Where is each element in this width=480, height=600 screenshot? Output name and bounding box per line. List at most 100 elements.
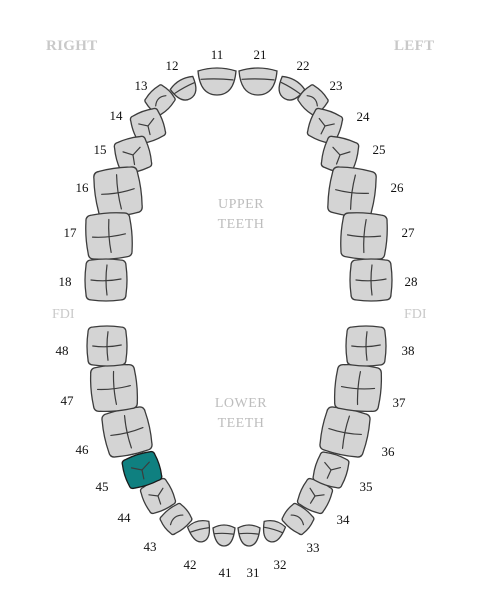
tooth-18[interactable]	[84, 258, 128, 302]
tooth-32-fissure-1	[263, 526, 283, 534]
tooth-number-45[interactable]: 45	[96, 479, 109, 494]
tooth-number-16[interactable]: 16	[76, 180, 90, 195]
tooth-11-body[interactable]	[197, 67, 237, 96]
tooth-number-15[interactable]: 15	[94, 142, 107, 157]
lower-teeth-label-line1: LOWER	[215, 396, 267, 411]
tooth-number-32[interactable]: 32	[274, 557, 287, 572]
lower-teeth-label-line2: TEETH	[218, 416, 265, 431]
tooth-17[interactable]	[84, 211, 133, 260]
right-side-label: RIGHT	[46, 38, 98, 54]
tooth-15[interactable]	[112, 134, 154, 176]
tooth-31[interactable]	[237, 524, 261, 547]
tooth-number-17[interactable]: 17	[64, 225, 78, 240]
tooth-number-48[interactable]: 48	[56, 343, 69, 358]
tooth-number-33[interactable]: 33	[307, 540, 320, 555]
tooth-24[interactable]	[305, 106, 345, 146]
tooth-33[interactable]	[280, 501, 317, 537]
tooth-22-fissure-1	[280, 81, 301, 95]
tooth-22[interactable]	[273, 74, 306, 105]
tooth-number-18[interactable]: 18	[59, 274, 72, 289]
tooth-37[interactable]	[333, 363, 383, 413]
tooth-44[interactable]	[138, 476, 178, 516]
tooth-number-11[interactable]: 11	[211, 47, 224, 62]
tooth-32-body[interactable]	[260, 518, 287, 544]
tooth-23[interactable]	[295, 82, 330, 117]
tooth-24-fissure-2	[320, 125, 326, 135]
fdi-label-left: FDI	[52, 307, 75, 322]
tooth-number-27[interactable]: 27	[402, 225, 416, 240]
tooth-number-34[interactable]: 34	[337, 512, 351, 527]
tooth-45[interactable]	[120, 449, 164, 491]
tooth-47-fissure-2	[112, 370, 118, 405]
tooth-32[interactable]	[260, 518, 287, 544]
tooth-37-fissure-2	[356, 371, 362, 406]
tooth-42[interactable]	[186, 518, 214, 544]
tooth-number-37[interactable]: 37	[393, 395, 407, 410]
tooth-12[interactable]	[169, 74, 202, 105]
tooth-11-fissure-1	[200, 78, 234, 81]
tooth-31-body[interactable]	[237, 524, 261, 547]
tooth-number-36[interactable]: 36	[382, 444, 396, 459]
tooth-number-35[interactable]: 35	[360, 479, 373, 494]
tooth-42-body[interactable]	[186, 518, 214, 544]
tooth-15-fissure-2	[132, 154, 136, 166]
tooth-27[interactable]	[339, 211, 388, 260]
tooth-35[interactable]	[311, 450, 351, 490]
tooth-number-46[interactable]: 46	[76, 442, 90, 457]
tooth-48-fissure-2	[106, 331, 109, 361]
teeth-layer: 11 12 13 14 15 16 17 18 21 22 23 24 25 26 27 28 31 32 33 34…	[56, 47, 418, 580]
tooth-43[interactable]	[158, 501, 195, 537]
tooth-26[interactable]	[326, 165, 378, 219]
tooth-14[interactable]	[128, 106, 168, 146]
tooth-47[interactable]	[89, 363, 139, 413]
tooth-25-fissure-2	[335, 154, 341, 165]
tooth-number-23[interactable]: 23	[330, 78, 343, 93]
tooth-31-fissure-1	[239, 532, 259, 535]
tooth-38-fissure-2	[365, 331, 368, 361]
tooth-36[interactable]	[318, 405, 373, 460]
tooth-number-31[interactable]: 31	[247, 565, 260, 580]
tooth-number-25[interactable]: 25	[373, 142, 386, 157]
tooth-38[interactable]	[345, 325, 387, 367]
tooth-number-13[interactable]: 13	[135, 78, 148, 93]
tooth-21[interactable]	[238, 67, 278, 96]
tooth-number-22[interactable]: 22	[297, 58, 310, 73]
tooth-27-fissure-2	[363, 219, 367, 254]
tooth-43-body[interactable]	[158, 501, 195, 537]
tooth-number-14[interactable]: 14	[110, 108, 124, 123]
tooth-46[interactable]	[100, 405, 155, 460]
upper-teeth-label-line2: TEETH	[218, 217, 265, 232]
tooth-11[interactable]	[197, 67, 237, 96]
tooth-16[interactable]	[92, 165, 144, 219]
tooth-41-fissure-1	[214, 532, 234, 535]
tooth-13-body[interactable]	[142, 82, 177, 117]
tooth-number-43[interactable]: 43	[144, 539, 157, 554]
tooth-number-24[interactable]: 24	[357, 109, 371, 124]
tooth-number-26[interactable]: 26	[391, 180, 405, 195]
tooth-28-fissure-2	[370, 264, 373, 296]
tooth-13-fissure-1	[155, 95, 167, 107]
tooth-41-body[interactable]	[212, 524, 236, 547]
tooth-13[interactable]	[142, 82, 177, 117]
tooth-25[interactable]	[319, 134, 361, 176]
tooth-48[interactable]	[86, 325, 128, 367]
tooth-number-42[interactable]: 42	[184, 557, 197, 572]
tooth-12-fissure-1	[174, 82, 195, 94]
tooth-45-fissure-2	[141, 469, 145, 480]
tooth-33-body[interactable]	[280, 501, 317, 537]
tooth-16-fissure-2	[115, 174, 122, 210]
tooth-number-44[interactable]: 44	[118, 510, 132, 525]
tooth-number-41[interactable]: 41	[219, 565, 232, 580]
tooth-23-body[interactable]	[295, 82, 330, 117]
tooth-41[interactable]	[212, 524, 236, 547]
tooth-21-body[interactable]	[238, 67, 278, 96]
tooth-34[interactable]	[295, 476, 335, 516]
tooth-number-12[interactable]: 12	[166, 58, 179, 73]
tooth-number-47[interactable]: 47	[61, 393, 75, 408]
tooth-number-38[interactable]: 38	[402, 343, 415, 358]
tooth-26-fissure-2	[349, 174, 356, 210]
tooth-36-fissure-2	[341, 415, 351, 449]
tooth-number-21[interactable]: 21	[254, 47, 267, 62]
tooth-number-28[interactable]: 28	[405, 274, 418, 289]
tooth-28[interactable]	[349, 258, 393, 302]
